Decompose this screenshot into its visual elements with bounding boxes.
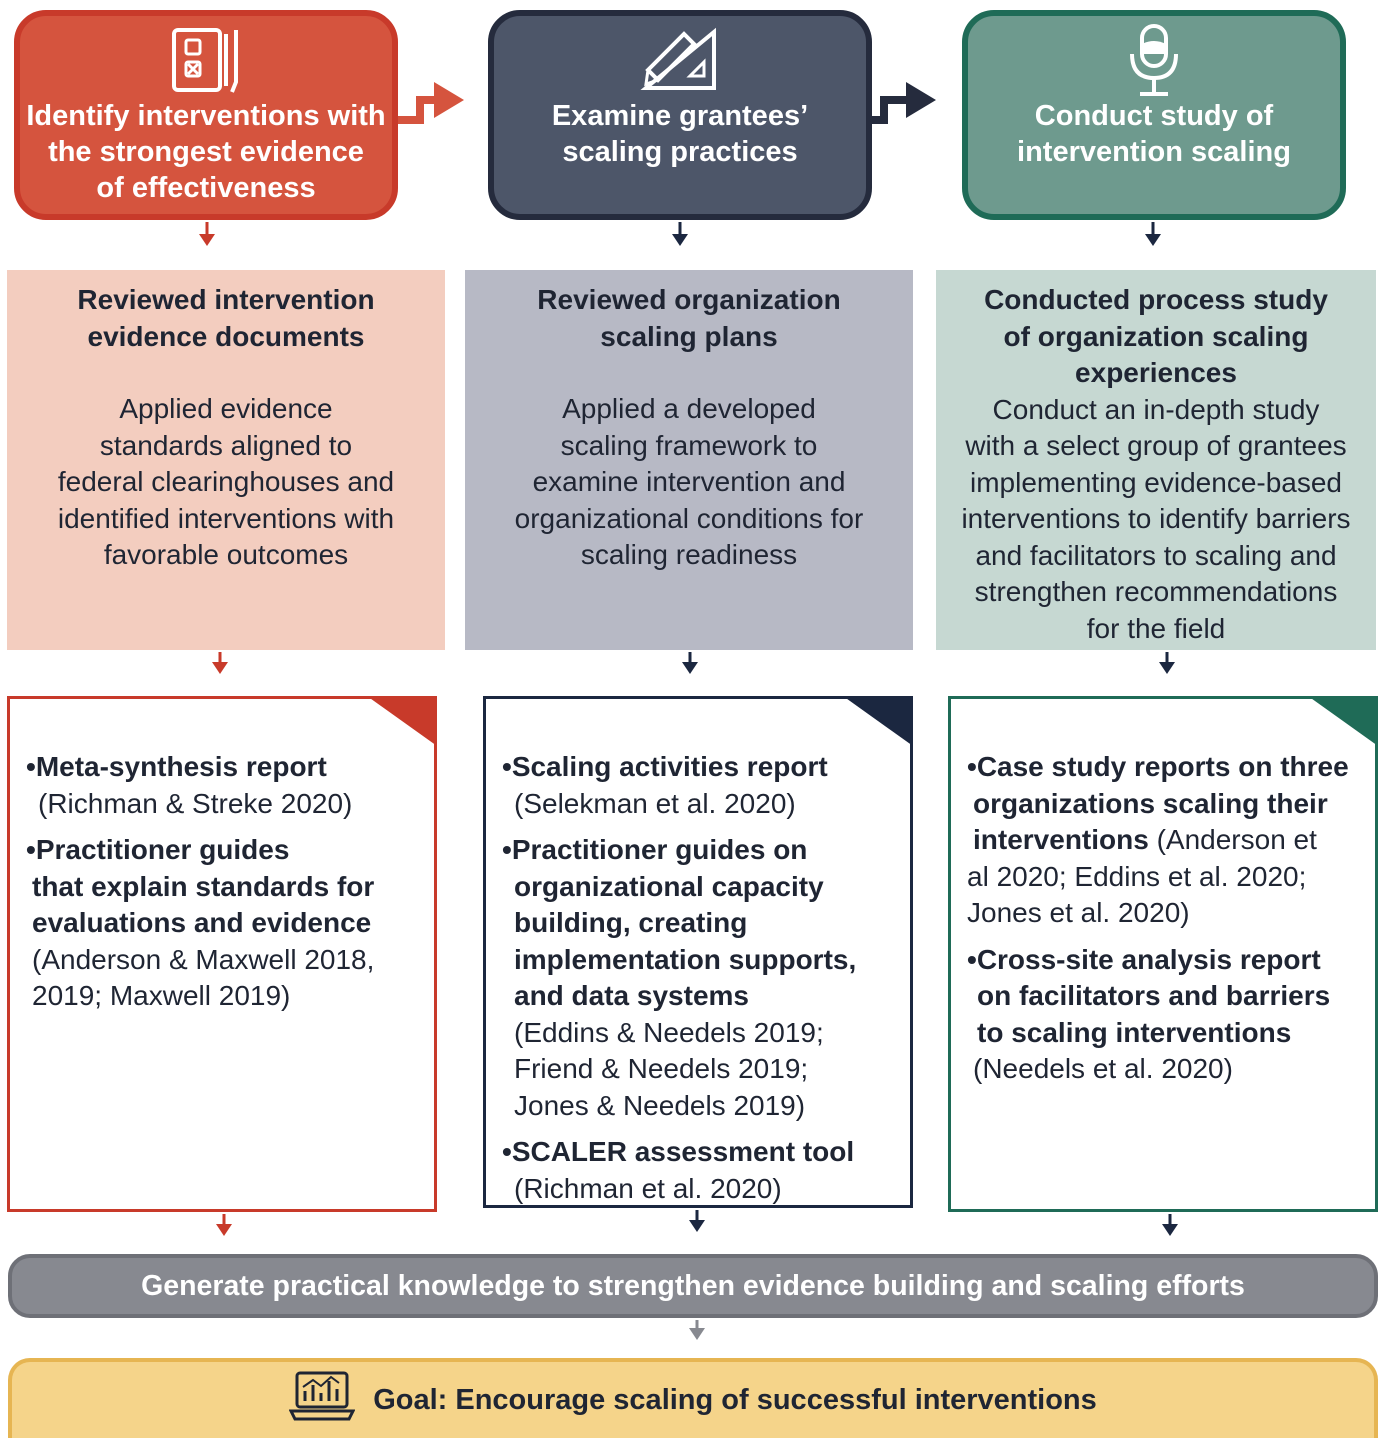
product-item: •Meta-synthesis report (Richman & Streke… (26, 751, 353, 819)
outcome-bar: Generate practical knowledge to strength… (8, 1254, 1378, 1318)
step-1-header: Identify interventions with the stronges… (14, 10, 398, 220)
down-arrowhead (212, 662, 228, 674)
down-arrow (205, 222, 226, 1226)
step-2-process-title: Reviewed organization scaling plans (537, 284, 841, 352)
down-arrowhead (1162, 1224, 1178, 1236)
down-arrowhead (216, 1224, 232, 1236)
product-item: •Cross-site analysis report on facilitat… (967, 943, 1331, 1085)
goal-text: Goal: Encourage scaling of successful in… (373, 1383, 1097, 1416)
page-fold-corner (843, 696, 913, 746)
product-item: •Practitioner guides on organizational c… (502, 834, 857, 1121)
product-item: •SCALER assessment tool (Richman et al. … (502, 1136, 855, 1204)
step-2-process-box: Reviewed organization scaling plans Appl… (465, 270, 913, 650)
arrowhead-step2-to-step3 (906, 82, 936, 118)
step-3-process-box: Conducted process study of organization … (936, 270, 1376, 650)
step-1-title: Identify interventions with the stronges… (26, 100, 386, 204)
step-2-header: Examine grantees’ scaling practices (488, 10, 872, 220)
ruler-pencil-icon (640, 24, 720, 98)
down-arrow (678, 222, 699, 1222)
step-1-process-body: Applied evidence standards aligned to fe… (57, 393, 395, 570)
down-arrow (1151, 222, 1172, 1226)
down-arrowhead (199, 234, 215, 246)
down-arrowhead (682, 662, 698, 674)
down-arrowhead (689, 1328, 705, 1340)
goal-bar: Goal: Encourage scaling of successful in… (8, 1358, 1378, 1438)
laptop-chart-icon (288, 1371, 356, 1429)
step-3-header: Conduct study of intervention scaling (962, 10, 1346, 220)
checklist-icon (166, 24, 246, 98)
arrow-step1-to-step2 (398, 96, 436, 124)
step-1-process-title: Reviewed intervention evidence documents (77, 284, 375, 352)
down-arrowhead (689, 1220, 705, 1232)
microphone-icon (1114, 24, 1194, 98)
step-1-process-box: Reviewed intervention evidence documents… (7, 270, 445, 650)
page-fold-corner (1308, 696, 1378, 746)
product-item: •Case study reports on three organizatio… (967, 751, 1349, 928)
step-2-process-body: Applied a developed scaling framework to… (514, 393, 864, 570)
step-3-process-body: Conduct an in-depth study with a select … (961, 393, 1351, 644)
step-3-title: Conduct study of intervention scaling (1017, 100, 1291, 168)
step-3-products-document: •Case study reports on three organizatio… (948, 696, 1378, 1212)
outcome-text: Generate practical knowledge to strength… (141, 1269, 1245, 1302)
step-2-products-document: •Scaling activities report (Selekman et … (483, 696, 913, 1208)
step-3-process-title: Conducted process study of organization … (984, 284, 1328, 388)
arrowhead-step1-to-step2 (434, 82, 464, 118)
down-arrowhead (1159, 662, 1175, 674)
down-arrowhead (1145, 234, 1161, 246)
down-arrowhead (672, 234, 688, 246)
page-fold-corner (367, 696, 437, 746)
product-item: •Scaling activities report (Selekman et … (502, 751, 828, 819)
step-2-title: Examine grantees’ scaling practices (551, 100, 809, 168)
product-item: •Practitioner guides that explain standa… (26, 834, 375, 1011)
arrow-step2-to-step3 (872, 96, 908, 124)
step-1-products-document: •Meta-synthesis report (Richman & Streke… (7, 696, 437, 1212)
